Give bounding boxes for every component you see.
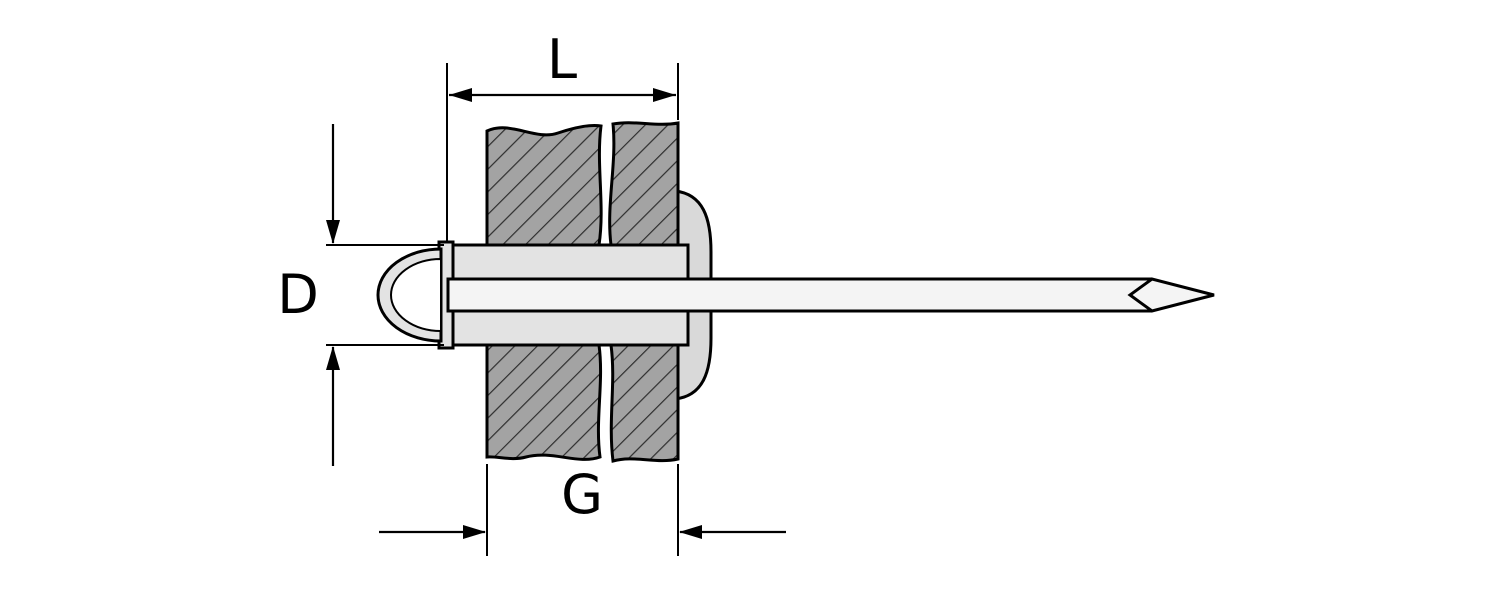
plate-left-upper [485,124,603,247]
rivet-mandrel-stem [446,277,1152,313]
dim-label-G: G [561,463,603,526]
dim-L-arrow-left [449,88,472,102]
mandrel-tip [1127,277,1215,313]
plate-right-upper [608,121,680,247]
plate-left [485,124,603,461]
dome-highlight [389,257,442,333]
dim-G-arrow-right [463,525,486,539]
dim-D-arrow-down [326,220,340,244]
dim-G: G [379,463,786,556]
dim-D-arrow-up [326,346,340,370]
dim-G-arrow-left [679,525,702,539]
dim-L-arrow-right [653,88,676,102]
plate-left-lower [485,343,603,461]
dim-L: L [446,28,679,241]
plate-right-lower [609,343,680,463]
dim-D: D [277,124,444,466]
dim-label-D: D [277,263,319,326]
dim-label-L: L [547,28,577,91]
